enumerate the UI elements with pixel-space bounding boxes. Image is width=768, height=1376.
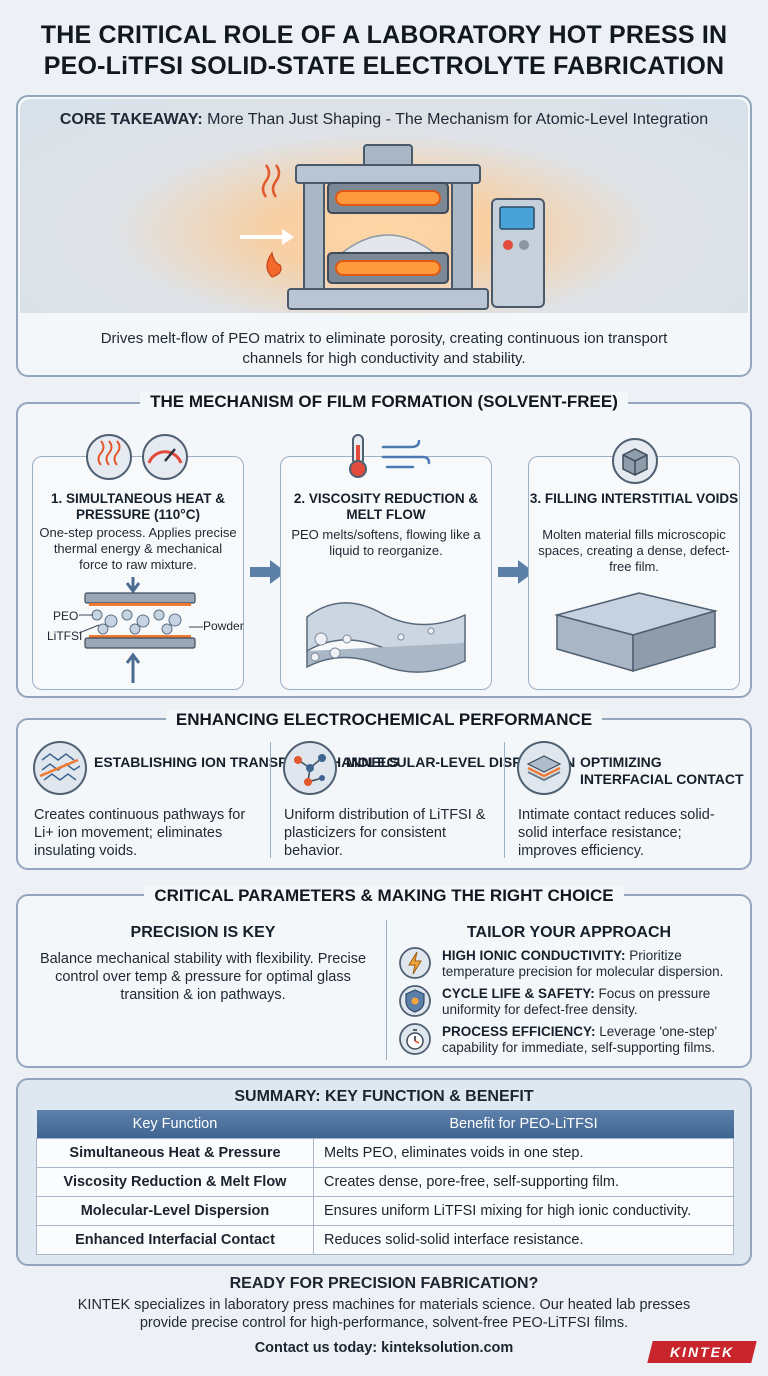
shield-icon — [399, 985, 431, 1017]
table-header-key-function: Key Function — [36, 1110, 314, 1138]
heat-gauge-icon — [86, 434, 188, 480]
precision-text: Balance mechanical stability with flexib… — [39, 951, 367, 1003]
parameters-panel: CRITICAL PARAMETERS & MAKING THE RIGHT C… — [16, 886, 752, 1068]
label-litfsi: LiTFSI — [47, 629, 83, 643]
tailor-row-2: CYCLE LIFE & SAFETY: Focus on pressure u… — [442, 986, 711, 1017]
divider — [504, 742, 505, 858]
performance-panel: ENHANCING ELECTROCHEMICAL PERFORMANCE ES… — [16, 710, 752, 870]
table-row: Molecular-Level Dispersion Ensures unifo… — [36, 1195, 734, 1226]
arrow-right-icon — [498, 560, 534, 584]
press-powder-diagram — [78, 577, 203, 683]
divider — [386, 920, 387, 1060]
tailor-row-1: HIGH IONIC CONDUCTIVITY: Prioritize temp… — [442, 948, 724, 979]
lightning-icon — [399, 947, 431, 979]
kintek-logo: KINTEK — [647, 1341, 757, 1363]
summary-heading: SUMMARY: KEY FUNCTION & BENEFIT — [234, 1088, 534, 1105]
arrow-right-icon — [250, 560, 286, 584]
step-3-text: Molten material fills microscopic spaces… — [538, 527, 730, 574]
thermometer-wind-icon — [349, 434, 431, 478]
melt-flow-diagram — [306, 602, 466, 673]
mechanism-step-1: 1. SIMULTANEOUS HEAT & PRESSURE (110°C) … — [32, 434, 244, 690]
dense-film-diagram — [554, 592, 718, 673]
table-row: Viscosity Reduction & Melt Flow Creates … — [36, 1166, 734, 1197]
label-peo: PEO — [53, 609, 79, 623]
divider — [270, 742, 271, 858]
precision-title: PRECISION IS KEY — [130, 924, 276, 941]
core-takeaway-text: Drives melt-flow of PEO matrix to elimin… — [100, 330, 668, 367]
mechanism-step-3: 3. FILLING INTERSTITIAL VOIDS Molten mat… — [528, 438, 740, 690]
step-2-title: 2. VISCOSITY REDUCTION & MELT FLOW — [293, 491, 479, 522]
molecule-dispersion-icon — [283, 741, 337, 795]
cube-icon — [612, 438, 658, 484]
perf-3-text: Intimate contact reduces solid-solid int… — [518, 807, 715, 859]
cta-title: READY FOR PRECISION FABRICATION? — [229, 1275, 539, 1292]
cta-text: KINTEK specializes in laboratory press m… — [77, 1297, 691, 1331]
page-title-line1: THE CRITICAL ROLE OF A LABORATORY HOT PR… — [40, 21, 728, 49]
core-takeaway-label-bold: CORE TAKEAWAY: — [59, 111, 203, 128]
perf-3-title: OPTIMIZING INTERFACIAL CONTACT — [580, 754, 744, 787]
table-row: Simultaneous Heat & Pressure Melts PEO, … — [36, 1137, 734, 1168]
perf-1-text: Creates continuous pathways for Li+ ion … — [34, 807, 246, 859]
mechanism-panel: THE MECHANISM OF FILM FORMATION (SOLVENT… — [16, 392, 752, 698]
summary-table: Key Function Benefit for PEO-LiTFSI Simu… — [36, 1110, 734, 1255]
performance-heading: ENHANCING ELECTROCHEMICAL PERFORMANCE — [18, 710, 750, 730]
tailor-title: TAILOR YOUR APPROACH — [466, 924, 672, 941]
mechanism-step-2: 2. VISCOSITY REDUCTION & MELT FLOW PEO m… — [280, 434, 492, 690]
stopwatch-icon — [399, 1023, 431, 1055]
ion-channel-icon — [33, 741, 87, 795]
perf-2-text: Uniform distribution of LiTFSI & plastic… — [284, 807, 486, 859]
hot-press-illustration: CORE TAKEAWAY: More Than Just Shaping - … — [20, 99, 748, 313]
core-takeaway-label-rest: More Than Just Shaping - The Mechanism f… — [202, 111, 709, 128]
parameters-heading: CRITICAL PARAMETERS & MAKING THE RIGHT C… — [18, 886, 750, 906]
core-takeaway-label: CORE TAKEAWAY: More Than Just Shaping - … — [20, 111, 748, 129]
table-header-benefit: Benefit for PEO-LiTFSI — [313, 1110, 734, 1138]
mechanism-heading: THE MECHANISM OF FILM FORMATION (SOLVENT… — [18, 392, 750, 412]
table-row: Enhanced Interfacial Contact Reduces sol… — [36, 1224, 734, 1255]
label-powder: Powder — [203, 619, 244, 633]
core-takeaway-panel: CORE TAKEAWAY: More Than Just Shaping - … — [16, 95, 752, 377]
interface-contact-icon — [517, 741, 571, 795]
step-3-title: 3. FILLING INTERSTITIAL VOIDS — [529, 491, 739, 506]
step-1-text: One-step process. Applies precise therma… — [39, 525, 237, 572]
table-header: Key Function Benefit for PEO-LiTFSI — [36, 1110, 734, 1138]
page-title-line2: PEO-LiTFSI SOLID-STATE ELECTROLYTE FABRI… — [43, 52, 725, 80]
hot-press-icon — [240, 144, 545, 310]
step-1-title: 1. SIMULTANEOUS HEAT & PRESSURE (110°C) — [50, 491, 225, 522]
contact-link[interactable]: Contact us today: kinteksolution.com — [254, 1340, 514, 1356]
page-title: THE CRITICAL ROLE OF A LABORATORY HOT PR… — [0, 20, 768, 82]
step-2-text: PEO melts/softens, flowing like a liquid… — [291, 527, 481, 558]
tailor-row-3: PROCESS EFFICIENCY: Leverage 'one-step' … — [442, 1024, 718, 1055]
